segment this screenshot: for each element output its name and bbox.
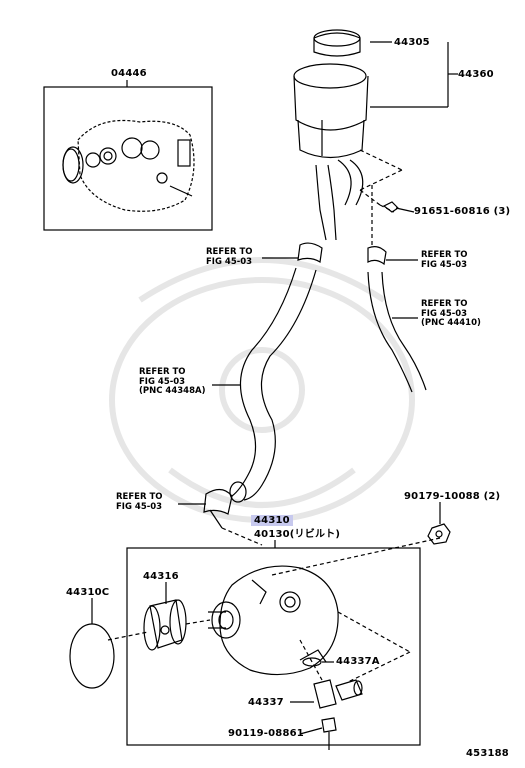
part-label-44337a[interactable]: 44337A bbox=[336, 656, 380, 667]
part-label-44360[interactable]: 44360 bbox=[458, 69, 494, 80]
pump-body-icon bbox=[208, 565, 339, 676]
refer-note-return-hose[interactable]: REFER TO FIG 45-03 (PNC 44410) bbox=[421, 299, 481, 328]
reservoir-tank-icon bbox=[293, 63, 369, 241]
pulley-44316-icon bbox=[143, 599, 187, 651]
fitting-44337-icon bbox=[313, 679, 363, 709]
part-label-90179[interactable]: 90179-10088 (2) bbox=[404, 491, 501, 502]
part-label-44305[interactable]: 44305 bbox=[394, 37, 430, 48]
part-label-44337[interactable]: 44337 bbox=[248, 697, 284, 708]
clamp-right-icon bbox=[367, 246, 387, 266]
oring-44310c-icon bbox=[69, 623, 115, 689]
part-label-90119[interactable]: 90119-08861 bbox=[228, 728, 304, 739]
pump-box bbox=[126, 547, 421, 746]
return-hose-icon bbox=[367, 271, 427, 393]
bolt-90119-icon bbox=[321, 717, 337, 750]
gasket-kit-icon bbox=[62, 119, 195, 212]
bolt-91651-icon bbox=[382, 201, 415, 213]
suction-hose-icon bbox=[229, 267, 317, 503]
part-label-44310c[interactable]: 44310C bbox=[66, 587, 110, 598]
refer-note-lower-clamp[interactable]: REFER TO FIG 45-03 bbox=[116, 492, 163, 512]
part-label-40130[interactable]: 40130(リビルト) bbox=[254, 529, 341, 540]
part-label-44310[interactable]: 44310 bbox=[251, 515, 293, 526]
gasket-kit-box bbox=[43, 86, 213, 231]
clamp-lower-icon bbox=[203, 488, 233, 529]
diagram-number: 453188 bbox=[466, 748, 509, 759]
part-label-04446[interactable]: 04446 bbox=[111, 68, 147, 79]
clamp-left-icon bbox=[297, 242, 323, 263]
oring-44337a-icon bbox=[302, 657, 322, 667]
refer-note-right-clamp[interactable]: REFER TO FIG 45-03 bbox=[421, 250, 468, 270]
reservoir-cap-icon bbox=[313, 29, 361, 57]
refer-note-left-clamp[interactable]: REFER TO FIG 45-03 bbox=[206, 247, 253, 267]
nut-90179-icon bbox=[427, 523, 451, 545]
part-label-44316[interactable]: 44316 bbox=[143, 571, 179, 582]
part-label-91651[interactable]: 91651-60816 (3) bbox=[414, 206, 511, 217]
refer-note-suction-hose[interactable]: REFER TO FIG 45-03 (PNC 44348A) bbox=[139, 367, 206, 396]
